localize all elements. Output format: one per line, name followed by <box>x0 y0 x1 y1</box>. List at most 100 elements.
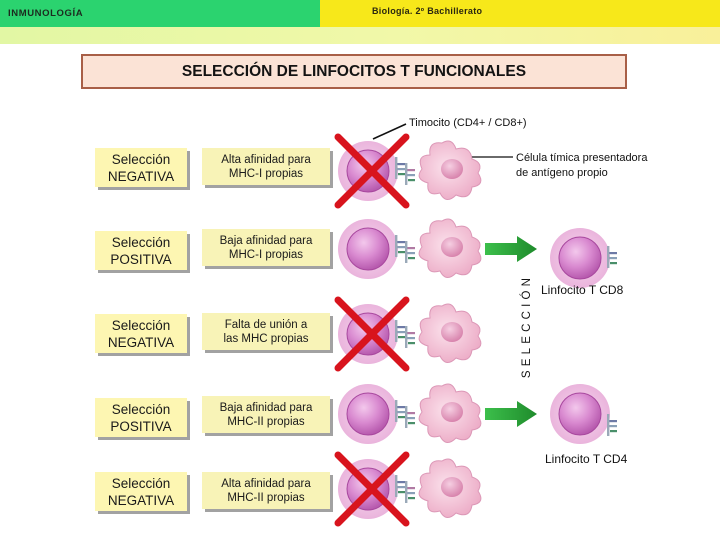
receptor-bar <box>396 168 405 171</box>
selection-label-row-3: Selección NEGATIVA <box>95 314 187 353</box>
affinity-label-row-4: Baja afinidad para MHC-II propias <box>202 396 330 433</box>
thymocyte-pointer <box>372 123 407 140</box>
selection-axis-label: SELECCIÓN <box>521 273 533 379</box>
thymocyte-nucleus <box>558 236 602 280</box>
cd8-receptor <box>607 246 617 268</box>
selection-label-line2: POSITIVA <box>110 251 172 267</box>
affinity-label-line2: MHC-II propias <box>227 415 305 428</box>
mhc-receptor <box>405 241 415 263</box>
selection-label-row-1: Selección NEGATIVA <box>95 148 187 187</box>
receptor-bar <box>406 412 415 415</box>
receptor-stalk <box>395 320 398 342</box>
selection-label-row-4: Selección POSITIVA <box>95 398 187 437</box>
cd8-lymphocyte <box>550 228 610 288</box>
cross-stroke <box>334 296 410 372</box>
cd4-lymphocyte <box>550 384 610 444</box>
affinity-label-row-2: Baja afinidad para MHC-I propias <box>202 229 330 266</box>
selection-label-line2: NEGATIVA <box>107 334 175 350</box>
selection-label-row-5: Selección NEGATIVA <box>95 472 187 511</box>
affinity-label-row-5: Alta afinidad para MHC-II propias <box>202 472 330 509</box>
selection-label-line1: Selección <box>111 151 171 167</box>
thymocyte-nucleus <box>346 392 390 436</box>
thymocyte-cell <box>338 219 398 279</box>
selection-label-row-2: Selección POSITIVA <box>95 231 187 270</box>
affinity-label-line2: MHC-I propias <box>228 167 304 180</box>
mhc-receptor <box>405 163 415 185</box>
receptor-stalk <box>405 406 408 428</box>
cross-stroke <box>334 133 410 209</box>
diagram-row-3 <box>334 296 482 372</box>
page-title: SELECCIÓN DE LINFOCITOS T FUNCIONALES <box>181 62 527 80</box>
affinity-label-line2: MHC-I propias <box>228 248 304 261</box>
selection-label-line2: POSITIVA <box>110 418 172 434</box>
header-right-band <box>320 0 720 27</box>
mhc-receptor <box>405 481 415 503</box>
receptor-stalk <box>405 241 408 263</box>
receptor-bar <box>398 173 405 176</box>
header-subject: INMUNOLOGÍA <box>8 8 84 19</box>
cd4-cell-label: Linfocito T CD4 <box>545 452 628 466</box>
receptor-stalk <box>395 157 398 179</box>
tcr-receptor <box>395 475 405 497</box>
mhc-receptor <box>405 326 415 348</box>
affinity-label-line1: Baja afinidad para <box>219 234 313 247</box>
receptor-bar <box>398 491 405 494</box>
receptor-bar <box>406 487 415 490</box>
receptor-bar <box>396 486 405 489</box>
receptor-bar <box>396 331 405 334</box>
selection-label-line2: NEGATIVA <box>107 492 175 508</box>
diagram-row-4 <box>338 383 482 444</box>
tcr-receptor <box>395 157 405 179</box>
receptor-bar <box>408 342 415 345</box>
receptor-bar <box>608 252 617 255</box>
affinity-label-line2: las MHC propias <box>223 332 309 345</box>
tcr-receptor <box>395 400 405 422</box>
receptor-bar <box>406 252 415 255</box>
apc-annotation-line1: Célula tímica presentadora <box>516 152 648 164</box>
diagram-row-1 <box>334 133 482 209</box>
receptor-bar <box>396 326 405 329</box>
receptor-bar <box>398 416 405 419</box>
receptor-bar <box>406 332 415 335</box>
receptor-stalk <box>405 326 408 348</box>
tcr-receptor <box>395 235 405 257</box>
elimination-cross <box>334 296 410 372</box>
header-course: Biología. 2º Bachillerato <box>372 6 483 16</box>
selection-label-line1: Selección <box>111 234 171 250</box>
antigen-presenting-cell <box>418 140 482 200</box>
title-box: SELECCIÓN DE LINFOCITOS T FUNCIONALES <box>81 54 627 89</box>
receptor-bar <box>396 481 405 484</box>
diagram-row-5 <box>334 451 482 527</box>
receptor-bar <box>608 257 617 260</box>
receptor-bar <box>406 247 415 250</box>
affinity-label-line1: Alta afinidad para <box>221 153 311 166</box>
affinity-label-row-1: Alta afinidad para MHC-I propias <box>202 148 330 185</box>
elimination-cross <box>334 451 410 527</box>
receptor-bar <box>398 251 405 254</box>
receptor-stalk <box>405 163 408 185</box>
receptor-bar <box>406 492 415 495</box>
affinity-label-line2: MHC-II propias <box>227 491 305 504</box>
green-arrow <box>485 401 537 427</box>
green-arrow <box>485 236 537 262</box>
receptor-bar <box>396 246 405 249</box>
apc-nucleus <box>441 402 463 422</box>
receptor-bar <box>610 430 617 433</box>
cd8-cell-label: Linfocito T CD8 <box>541 283 624 297</box>
affinity-label-line1: Alta afinidad para <box>221 477 311 490</box>
apc-nucleus <box>441 322 463 342</box>
receptor-bar <box>406 174 415 177</box>
receptor-bar <box>408 422 415 425</box>
selection-label-line1: Selección <box>111 475 171 491</box>
receptor-bar <box>396 406 405 409</box>
receptor-bar <box>408 179 415 182</box>
receptor-bar <box>406 417 415 420</box>
header-left-band <box>0 0 320 27</box>
receptor-bar <box>408 257 415 260</box>
selection-label-line2: NEGATIVA <box>107 168 175 184</box>
cd8-arrow <box>485 236 537 262</box>
antigen-presenting-cell <box>418 303 482 363</box>
thymocyte-cell <box>338 384 398 444</box>
receptor-stalk <box>405 481 408 503</box>
